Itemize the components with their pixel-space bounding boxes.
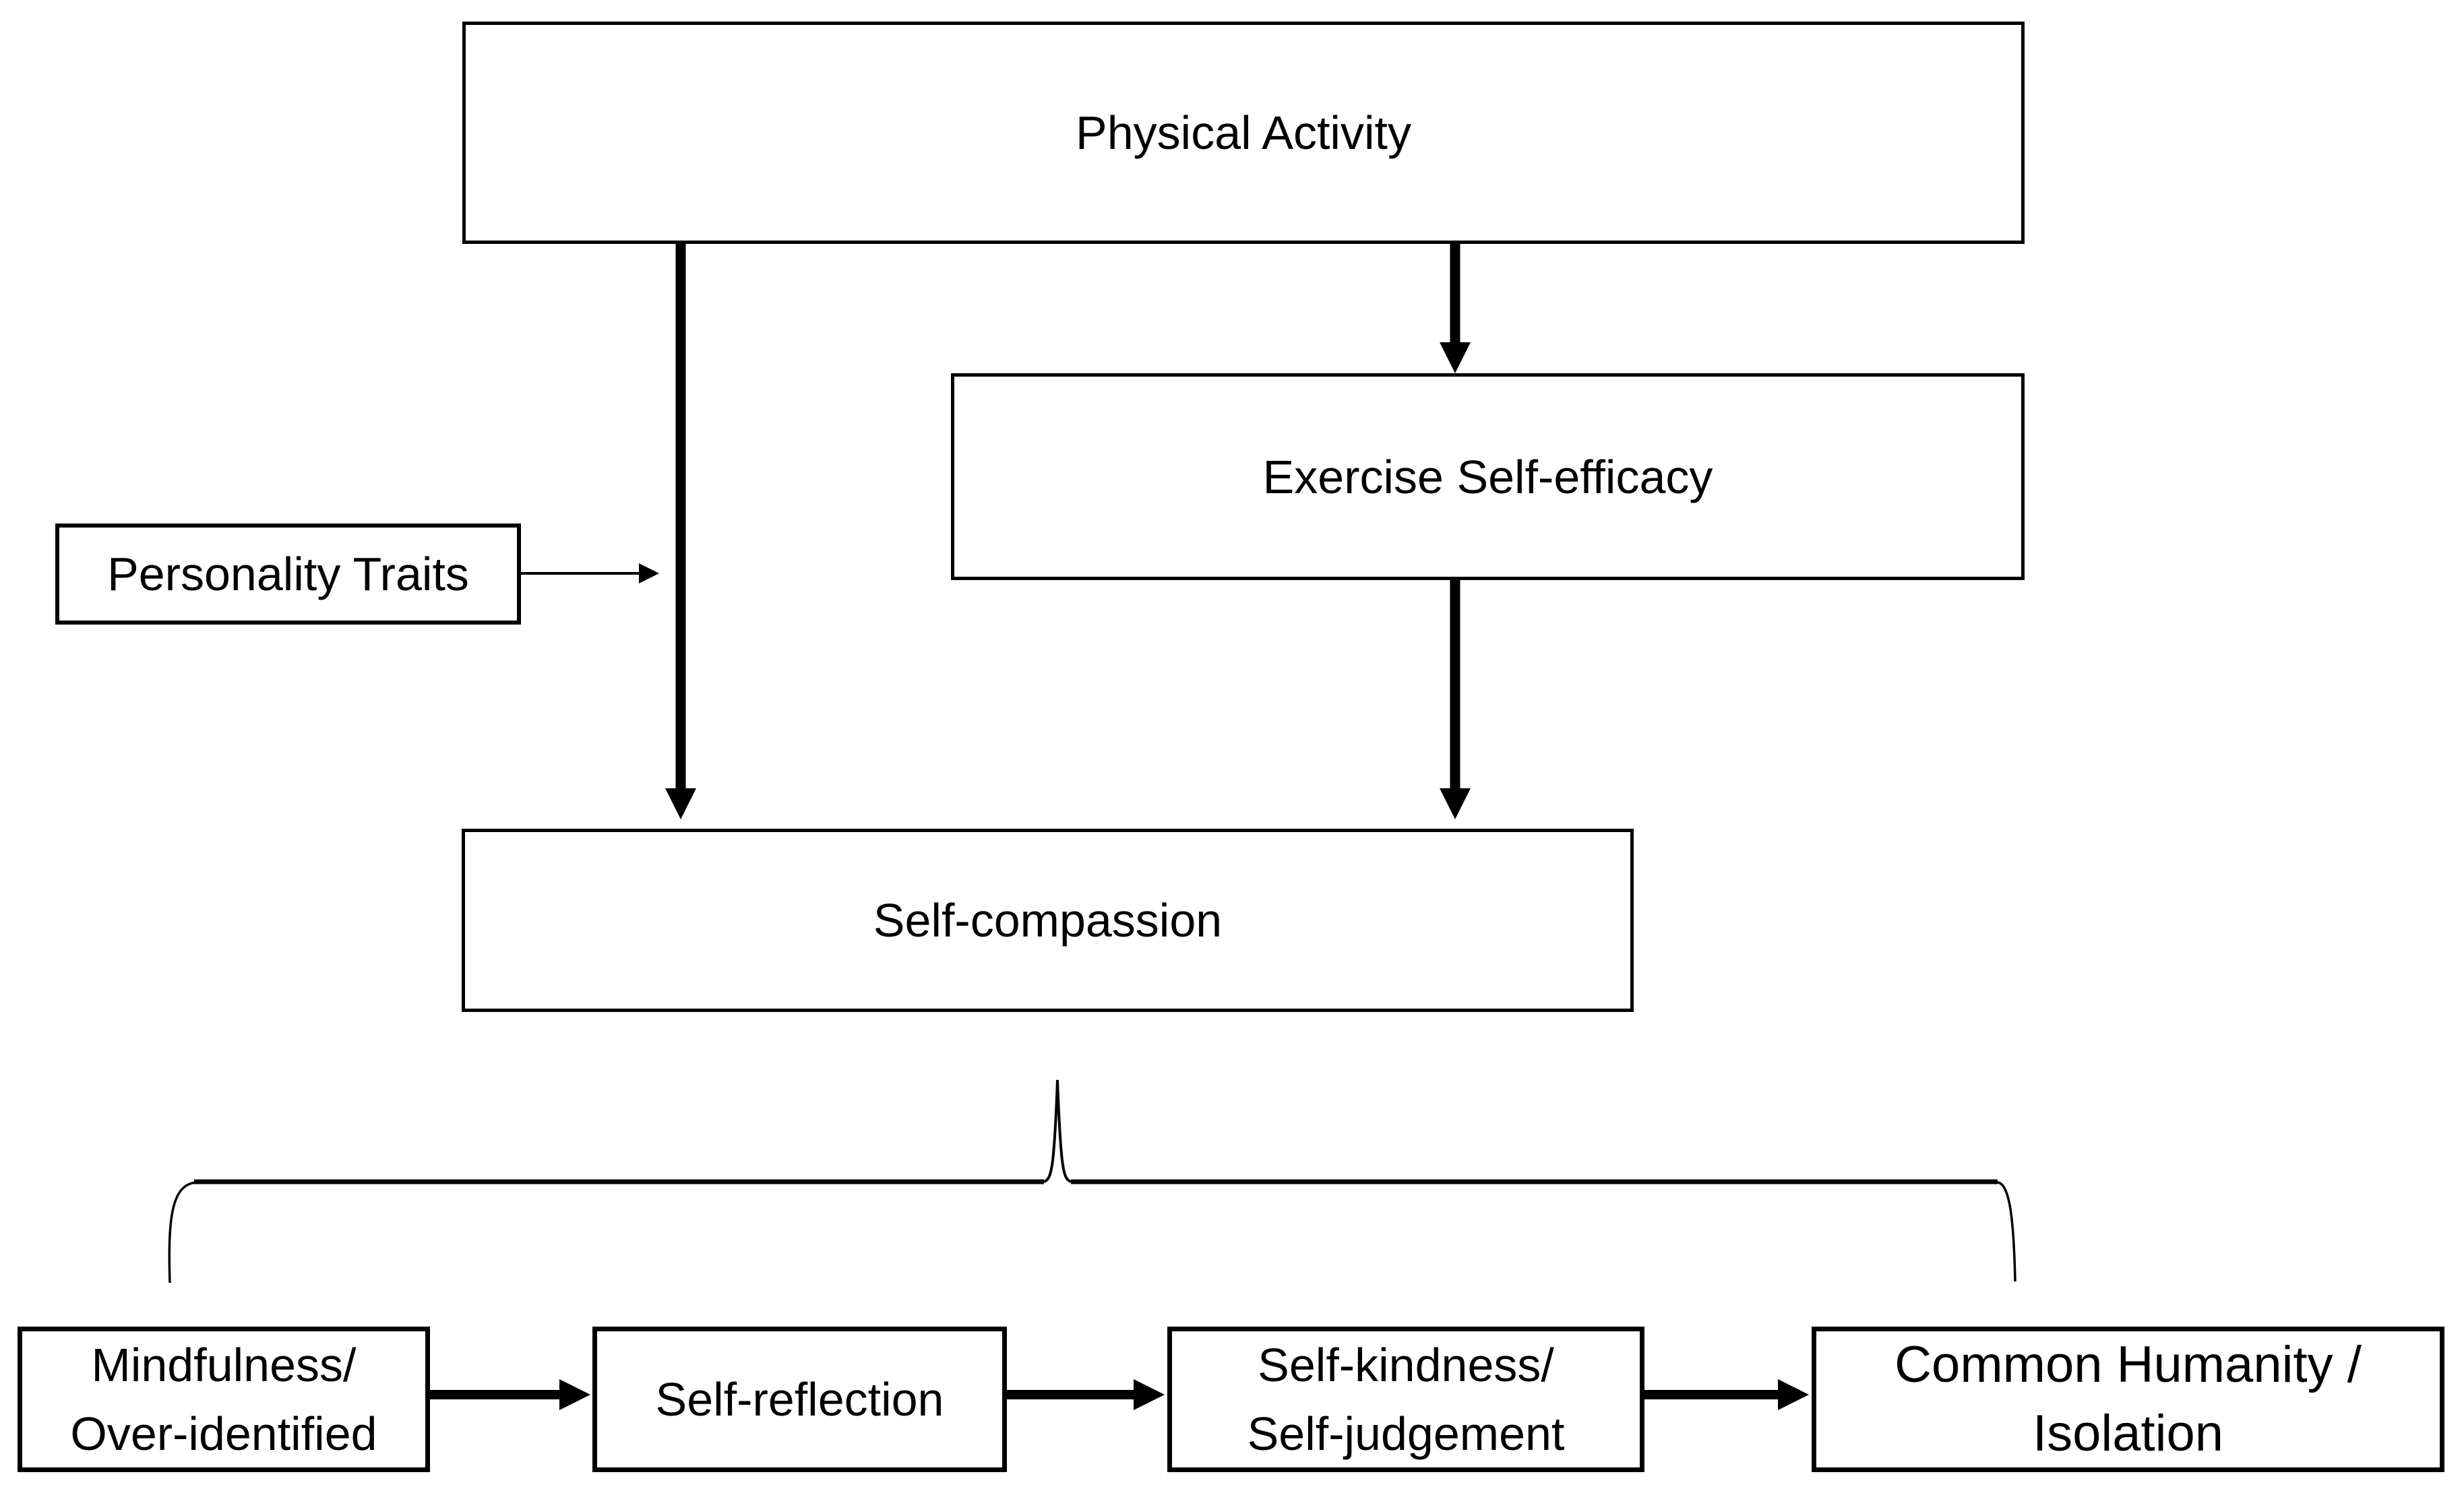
node-personality-traits: Personality Traits [55,524,521,625]
arrow-physical-activity-to-self-compassion-icon [665,243,696,819]
brace-icon [168,1079,2016,1283]
node-self-reflection-label: Self-reflection [655,1373,944,1426]
node-exercise-self-efficacy-label: Exercise Self-efficacy [1262,450,1713,503]
node-physical-activity-label: Physical Activity [1076,106,1411,159]
node-mindfulness-line1: Mindfulness/ [91,1339,357,1391]
node-self-compassion-label: Self-compassion [873,894,1223,947]
node-mindfulness-over-identified: Mindfulness/ Over-identified [18,1327,430,1472]
arrow-mindfulness-to-self-reflection-icon [429,1379,590,1410]
node-common-humanity-line2: Isolation [2032,1405,2224,1462]
node-self-reflection: Self-reflection [592,1327,1007,1472]
arrow-self-reflection-to-self-kindness-icon [1006,1379,1165,1410]
arrow-self-kindness-to-common-humanity-icon [1643,1379,1809,1410]
node-common-humanity-line1: Common Humanity / [1895,1336,2362,1393]
arrow-physical-activity-to-exercise-self-efficacy-icon [1440,243,1471,373]
node-self-kindness-line1: Self-kindness/ [1258,1339,1554,1391]
arrow-personality-traits-to-pathway-icon [520,563,659,583]
node-mindfulness-line2: Over-identified [70,1407,377,1460]
node-self-kindness-self-judgement: Self-kindness/ Self-judgement [1167,1327,1644,1472]
arrow-exercise-self-efficacy-to-self-compassion-icon [1440,579,1471,819]
node-self-kindness-line2: Self-judgement [1247,1407,1565,1460]
node-self-compassion: Self-compassion [462,829,1634,1012]
node-common-humanity-isolation: Common Humanity / Isolation [1812,1327,2444,1472]
node-personality-traits-label: Personality Traits [107,548,469,600]
node-exercise-self-efficacy: Exercise Self-efficacy [951,373,2025,580]
node-physical-activity: Physical Activity [462,22,2025,244]
